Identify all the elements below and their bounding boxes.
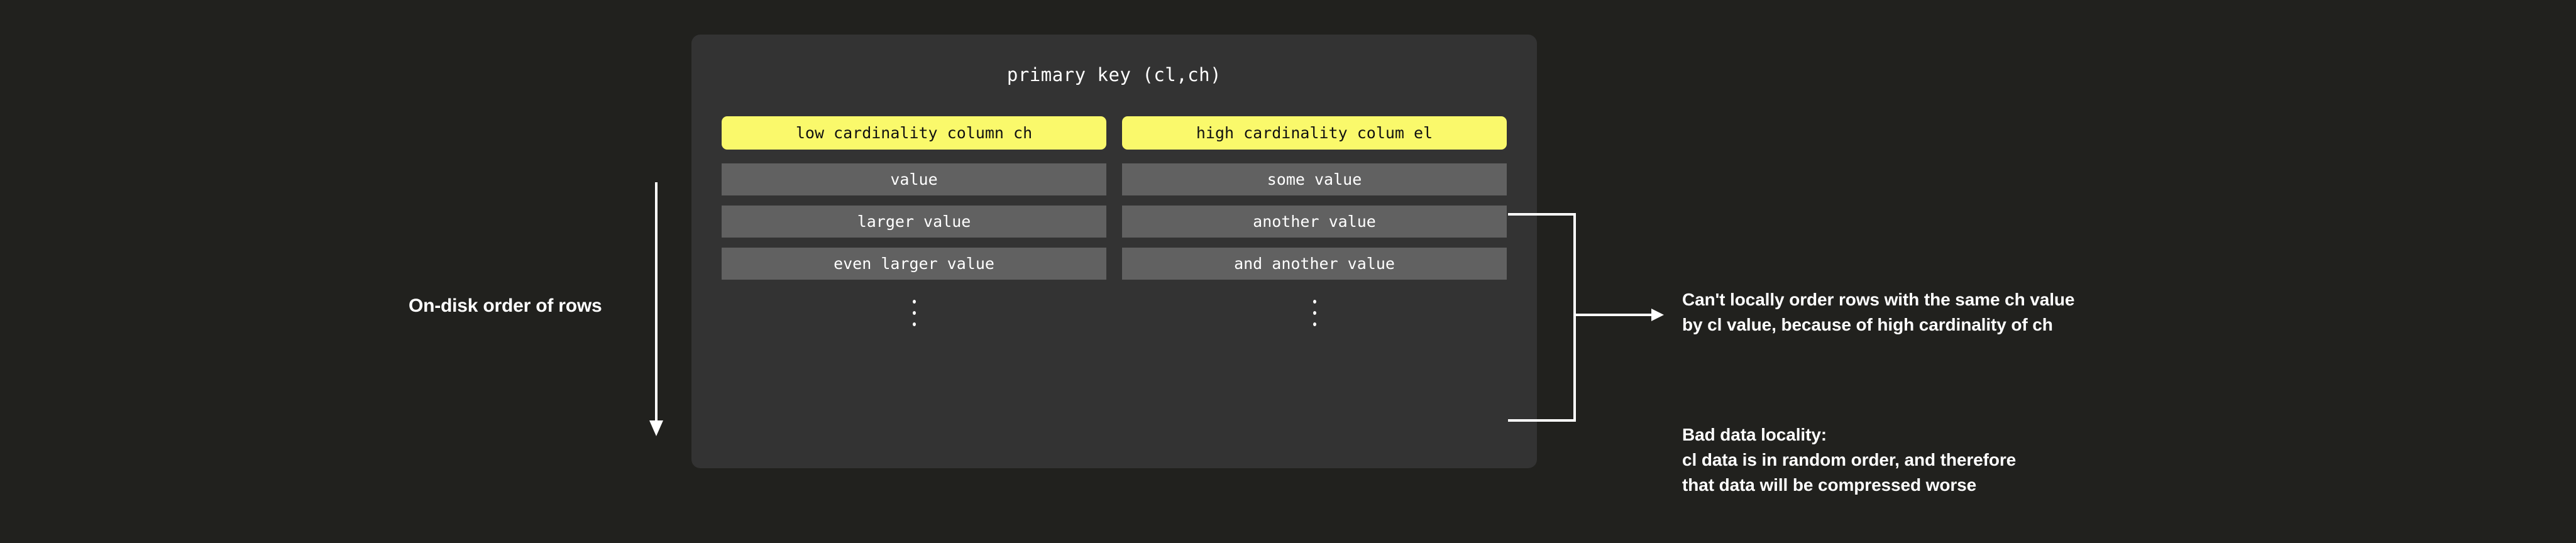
column-header-row: low cardinality column ch high cardinali…: [722, 116, 1507, 150]
table-row: value some value: [722, 163, 1507, 195]
column-header-high-cardinality[interactable]: high cardinality colum el: [1122, 116, 1507, 150]
cell-row1-col2: some value: [1122, 163, 1507, 195]
ellipsis-dot: [912, 311, 916, 315]
annotation-locality-note: Bad data locality: cl data is in random …: [1682, 425, 2017, 495]
vertical-ellipsis-icon: [1122, 291, 1507, 335]
cell-row3-col2: and another value: [1122, 248, 1507, 280]
ellipsis-row: [722, 291, 1507, 335]
bracket-arrow-right-icon: [1508, 213, 1664, 422]
arrow-down-icon: [649, 182, 663, 436]
table-row: larger value another value: [722, 206, 1507, 238]
vertical-ellipsis-icon: [722, 291, 1106, 335]
ellipsis-dot: [1313, 322, 1316, 326]
column-header-low-cardinality[interactable]: low cardinality column ch: [722, 116, 1106, 150]
ellipsis-dot: [912, 322, 916, 326]
annotation-cardinality-note: Can't locally order rows with the same c…: [1682, 290, 2075, 334]
cell-row1-col1: value: [722, 163, 1106, 195]
ellipsis-dot: [912, 300, 916, 304]
columns-grid: low cardinality column ch high cardinali…: [722, 116, 1507, 335]
ellipsis-dot: [1313, 300, 1316, 304]
card-title: primary key (cl,ch): [1006, 64, 1222, 85]
cell-row2-col1: larger value: [722, 206, 1106, 238]
ellipsis-dot: [1313, 311, 1316, 315]
table-row: even larger value and another value: [722, 248, 1507, 280]
on-disk-order-label: On-disk order of rows: [409, 295, 602, 316]
primary-key-card: primary key (cl,ch) low cardinality colu…: [691, 35, 1537, 468]
cell-row2-col2: another value: [1122, 206, 1507, 238]
cell-row3-col1: even larger value: [722, 248, 1106, 280]
